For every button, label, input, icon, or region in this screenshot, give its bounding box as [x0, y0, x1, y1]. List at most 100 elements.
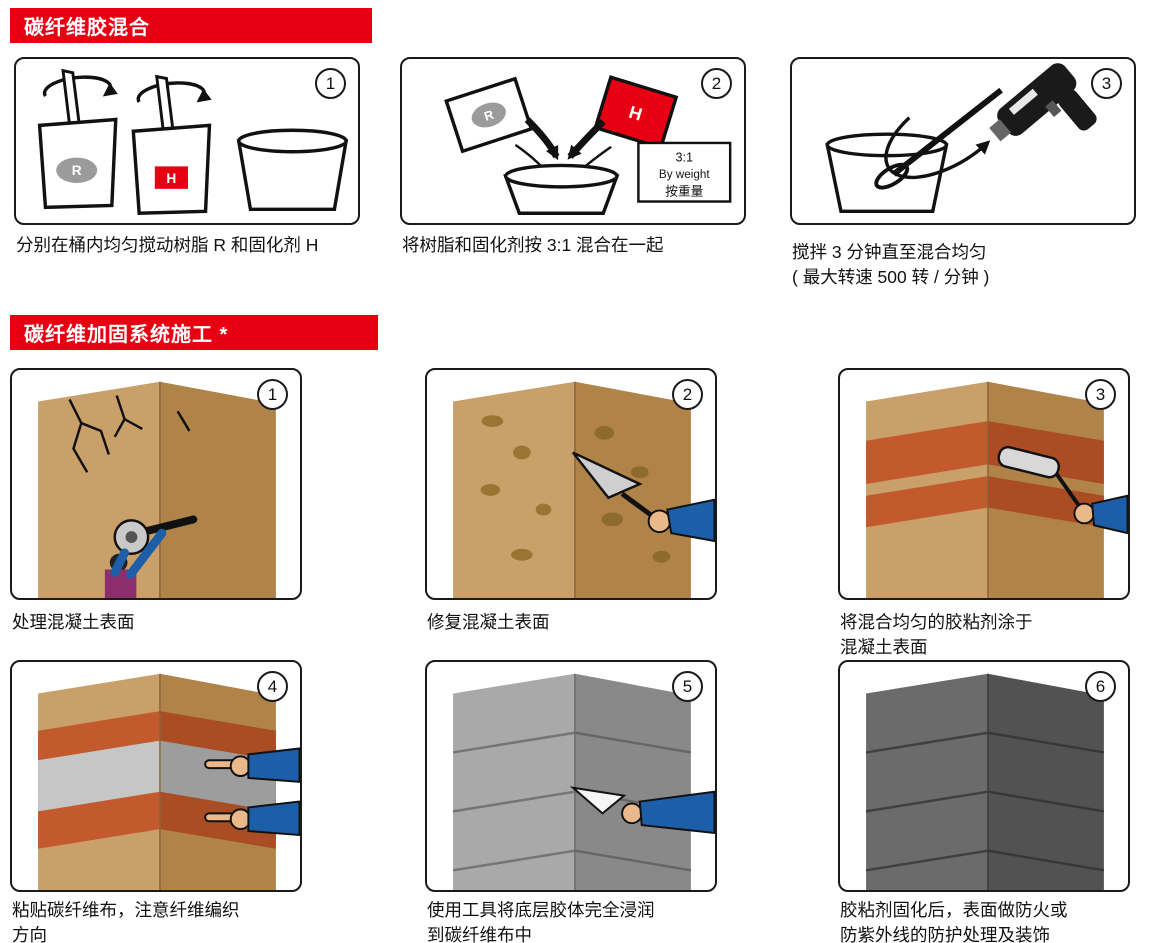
mixer-shaft	[891, 87, 1003, 177]
cloth-band-lines	[987, 731, 1105, 872]
pressing-hands	[204, 747, 300, 836]
hand-with-roller	[997, 445, 1128, 535]
sleeve	[666, 498, 715, 543]
application-step-3-panel: 3	[838, 368, 1130, 600]
grinder-handle	[142, 515, 198, 536]
bucket-rim	[237, 128, 348, 154]
cloth-band-lines	[865, 731, 989, 872]
mixer-paddle	[874, 162, 910, 190]
hand	[1073, 502, 1096, 525]
step-number: 2	[711, 73, 722, 93]
ratio-value: 3:1	[675, 151, 693, 165]
mixing-step-2-panel: R H 3:1 By weight 按重量	[400, 57, 746, 225]
step-number-badge: 1	[315, 68, 346, 99]
step-number-badge: 6	[1085, 671, 1116, 702]
roller-handle	[1055, 473, 1082, 509]
column-right-face	[574, 673, 691, 890]
hand	[647, 509, 672, 534]
trowel-blade	[571, 451, 643, 500]
application-step-1-panel: 1	[10, 368, 302, 600]
application-step-5-caption: 使用工具将底层胶体完全浸润 到碳纤维布中	[427, 900, 655, 943]
mixing-section-banner: 碳纤维胶混合	[10, 8, 372, 43]
drill-detail	[1008, 88, 1038, 115]
rotation-arrow-icon	[884, 116, 991, 180]
stir-arrow-icon	[42, 75, 118, 98]
step-number: 3	[1095, 384, 1106, 404]
column-right-face	[574, 381, 691, 598]
hardener-container: H	[593, 75, 679, 150]
worker-arm	[126, 528, 167, 579]
resin-label-oval	[56, 157, 98, 183]
step-number: 4	[267, 676, 278, 696]
pour-arrow-icon	[567, 119, 606, 160]
scraper-tool	[569, 786, 627, 815]
mixing-section-title: 碳纤维胶混合	[24, 17, 150, 39]
application-step-4-illustration	[38, 673, 300, 890]
application-step-2-caption: 修复混凝土表面	[427, 612, 550, 632]
application-step-4-panel: 4	[10, 660, 302, 892]
worker-arm	[110, 548, 129, 577]
mixing-bucket	[503, 163, 620, 215]
sleeve	[247, 747, 300, 783]
drill-icon	[989, 63, 1097, 142]
repair-patches-right	[594, 426, 671, 563]
pour-arrow-icon	[524, 117, 560, 161]
drill-body	[997, 63, 1077, 136]
trowel-handle	[620, 491, 654, 518]
step-number-badge: 5	[672, 671, 703, 702]
step-number: 6	[1095, 676, 1106, 696]
cloth-band-lines	[452, 731, 576, 872]
step-number-badge: 4	[257, 671, 288, 702]
application-step-1-illustration	[38, 381, 276, 598]
carbon-fiber-cloth	[38, 740, 160, 812]
application-step-4-caption: 粘贴碳纤维布，注意纤维编织 方向	[12, 900, 240, 943]
ratio-by-weight-en: By weight	[659, 168, 710, 181]
repair-patches-left	[480, 415, 552, 561]
hardener-label: H	[627, 102, 645, 125]
step-number: 5	[682, 676, 693, 696]
step-number-badge: 2	[701, 68, 732, 99]
mixing-step-3-panel: 3	[790, 57, 1136, 225]
column-left-face	[453, 673, 575, 890]
drill-chuck	[989, 119, 1011, 142]
stir-arrow-icon	[136, 81, 212, 103]
adhesive-band	[866, 421, 988, 484]
hand	[621, 802, 643, 825]
resin-label: R	[483, 108, 496, 124]
application-step-3-caption: 将混合均匀的胶粘剂涂于 混凝土表面	[840, 612, 1033, 657]
resin-container: R	[444, 76, 534, 154]
application-step-2-panel: 2	[425, 368, 717, 600]
ratio-box: 3:1 By weight 按重量	[637, 141, 732, 203]
mixing-step-1-illustration: R H	[37, 68, 349, 215]
sleeve	[638, 790, 715, 835]
drill-trigger	[1045, 100, 1062, 117]
ratio-by-weight-cn: 按重量	[665, 184, 703, 199]
mixing-step-3-caption: 搅拌 3 分钟直至混合均匀 ( 最大转速 500 转 / 分钟 )	[792, 242, 990, 287]
cracks	[68, 395, 191, 473]
application-step-1-caption: 处理混凝土表面	[12, 612, 135, 632]
column-right-face	[159, 381, 276, 598]
step-number-badge: 1	[257, 379, 288, 410]
ratio-box-frame	[637, 141, 732, 203]
resin-label: R	[72, 163, 82, 178]
grinder-hub	[125, 531, 138, 543]
resin-bucket-group: R	[37, 68, 118, 210]
mixing-step-2-caption: 将树脂和固化剂按 3:1 混合在一起	[402, 235, 664, 255]
application-step-5-panel: 5	[425, 660, 717, 892]
application-step-2-illustration	[453, 381, 715, 598]
application-step-6-panel: 6	[838, 660, 1130, 892]
adhesive-band	[866, 476, 988, 528]
application-step-6-illustration	[865, 673, 1105, 890]
application-section-title: 碳纤维加固系统施工 *	[24, 324, 229, 346]
hardener-bucket-group: H	[131, 74, 212, 215]
mixing-step-1-panel: R H 1	[14, 57, 360, 225]
step-number-badge: 2	[672, 379, 703, 410]
sleeve	[247, 800, 300, 836]
step-number: 1	[267, 384, 278, 404]
column-left-face	[453, 381, 575, 598]
mixing-step-2-illustration: R H 3:1 By weight 按重量	[444, 75, 732, 215]
hardener-label: H	[166, 171, 176, 186]
application-step-6-caption: 胶粘剂固化后，表面做防火或 防紫外线的防护处理及装饰	[840, 900, 1068, 943]
hand-with-scraper	[569, 786, 715, 835]
